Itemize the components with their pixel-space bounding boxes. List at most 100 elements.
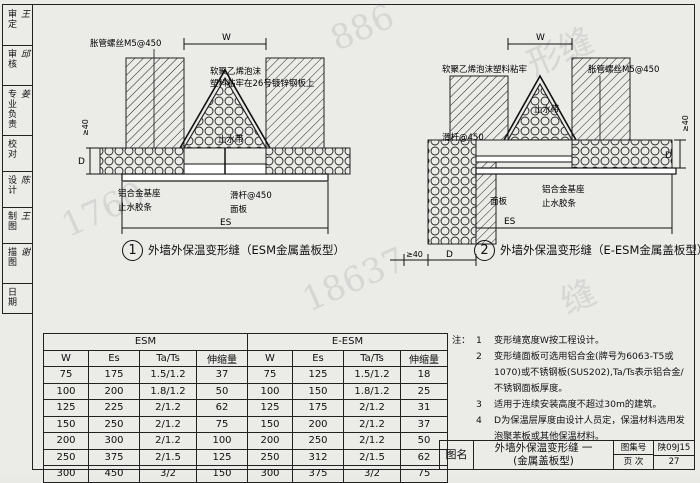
sidebar-cell: 设计陈 (3, 171, 32, 208)
column-header: Ta/Ts (139, 349, 197, 367)
title-line-1: 外墙外保温变形缝 一 (494, 442, 593, 454)
table-cell: 25 (400, 382, 448, 400)
table-cell: 250 (43, 448, 89, 466)
column-header: Es (292, 349, 344, 367)
table-cell: 3/2 (343, 465, 401, 483)
title-line-2: (金属盖板型) (513, 455, 574, 467)
table-cell: 200 (43, 432, 89, 450)
caption-text: 外墙外保温变形缝（E-ESM金属盖板型） (500, 243, 700, 257)
sidebar-cell: 描图谢 (3, 243, 32, 284)
group-header: ESM (43, 333, 248, 351)
table-cell: 300 (43, 465, 89, 483)
table-cell: 100 (43, 382, 89, 400)
label-stop-belt: 止水带 (534, 104, 560, 115)
column-header: Es (88, 349, 140, 367)
sidebar-label: 制图 (6, 211, 16, 231)
note-number: 1 (476, 335, 482, 346)
table-cell: 37 (400, 415, 448, 433)
label-glue: 塑料粘牢在26号镀锌钢板上 (210, 78, 315, 89)
table-cell: 300 (247, 465, 293, 483)
table-cell: 1.5/1.2 (343, 366, 401, 384)
detail-diagram-e-esm: W ≥40 D ES ≥40 D 软聚乙烯泡沫塑料粘牢 胀管螺丝 (390, 33, 690, 266)
insulation-left (99, 147, 185, 175)
label-base: 铝合金基座 (118, 188, 161, 199)
label-sealant: 止水胶条 (118, 202, 153, 213)
insulation-right (265, 147, 351, 175)
note-number: 2 (476, 351, 482, 362)
note-item: 2 变形缝面板可选用铝合金(牌号为6063-T5或1070)或不锈钢板(SUS20… (452, 349, 692, 397)
table-cell: 175 (292, 399, 344, 417)
label-stop-belt: 止水带 (218, 134, 244, 145)
table-cell: 75 (247, 366, 293, 384)
sidebar-label: 专业负责 (6, 89, 16, 129)
wall-right (265, 57, 325, 149)
table-cell: 125 (247, 399, 293, 417)
table-cell: 62 (196, 399, 248, 417)
sidebar-label: 校对 (6, 139, 16, 159)
dim-ge40: ≥40 (81, 119, 90, 136)
note-text: 变形缝宽度W按工程设计。 (494, 335, 605, 346)
table-cell: 125 (43, 399, 89, 417)
sidebar-cell: 审核邱 (3, 45, 32, 86)
column-header: W (43, 349, 89, 367)
signature-sidebar: 审定王 审核邱 专业负责姜 校对 设计陈 制图王 描图谢 日期 (2, 4, 32, 314)
table-cell: 50 (196, 382, 248, 400)
table-cell: 18 (400, 366, 448, 384)
label-slide: 滑杆@450 (442, 132, 484, 143)
dim-w: W (536, 33, 545, 43)
caption-e-esm: 2 外墙外保温变形缝（E-ESM金属盖板型） (474, 240, 700, 261)
dim-d: D (78, 157, 85, 167)
table-cell: 2/1.5 (139, 448, 197, 466)
sidebar-cell: 专业负责姜 (3, 85, 32, 136)
label-panel: 面板 (490, 196, 508, 207)
detail-number: 2 (474, 240, 495, 261)
sidebar-cell: 审定王 (3, 5, 32, 46)
wall-right (571, 57, 631, 141)
note-text: 变形缝面板可选用铝合金(牌号为6063-T5或1070)或不锈钢板(SUS202… (494, 351, 684, 394)
sidebar-cell: 校对 (3, 135, 32, 172)
signature: 王 (19, 9, 29, 18)
label-foam: 软聚乙烯泡沫 (210, 66, 262, 77)
table-cell: 2/1.2 (343, 432, 401, 450)
table-cell: 300 (88, 432, 140, 450)
label-bolt: 胀管螺丝M5@450 (588, 64, 659, 75)
detail-diagram-esm: W D ≥40 ES 胀管螺丝M5@450 软聚乙烯泡沫 塑料粘牢在26号镀锌钢… (78, 33, 351, 234)
column-header: W (247, 349, 293, 367)
table-cell: 175 (88, 366, 140, 384)
note-number: 4 (476, 415, 482, 426)
table-cell: 312 (292, 448, 344, 466)
table-cell: 450 (88, 465, 140, 483)
dim-w: W (222, 33, 231, 43)
column-header: Ta/Ts (343, 349, 401, 367)
table-cell: 150 (196, 465, 248, 483)
drawing-title: 外墙外保温变形缝 一 (金属盖板型) (474, 441, 614, 469)
table-cell: 150 (292, 382, 344, 400)
table-cell: 2/1.2 (343, 399, 401, 417)
corner-insulation (427, 139, 477, 245)
page-label: 页 次 (614, 455, 654, 469)
dim-d-bottom: D (446, 250, 453, 260)
table-header-row: W Es Ta/Ts 伸缩量 W Es Ta/Ts 伸缩量 (43, 349, 448, 367)
cover-panel (475, 167, 677, 175)
dim-es: ES (504, 217, 516, 227)
column-header: 伸缩量 (400, 349, 448, 367)
column-header: 伸缩量 (196, 349, 248, 367)
table-cell: 375 (88, 448, 140, 466)
table-cell: 250 (88, 415, 140, 433)
label-bolt: 胀管螺丝M5@450 (90, 38, 161, 49)
table-cell: 2/1.2 (139, 432, 197, 450)
dim-ge40: ≥40 (681, 115, 690, 132)
dim-d: D (665, 151, 672, 161)
table-cell: 200 (88, 382, 140, 400)
signature: 王 (19, 211, 29, 220)
